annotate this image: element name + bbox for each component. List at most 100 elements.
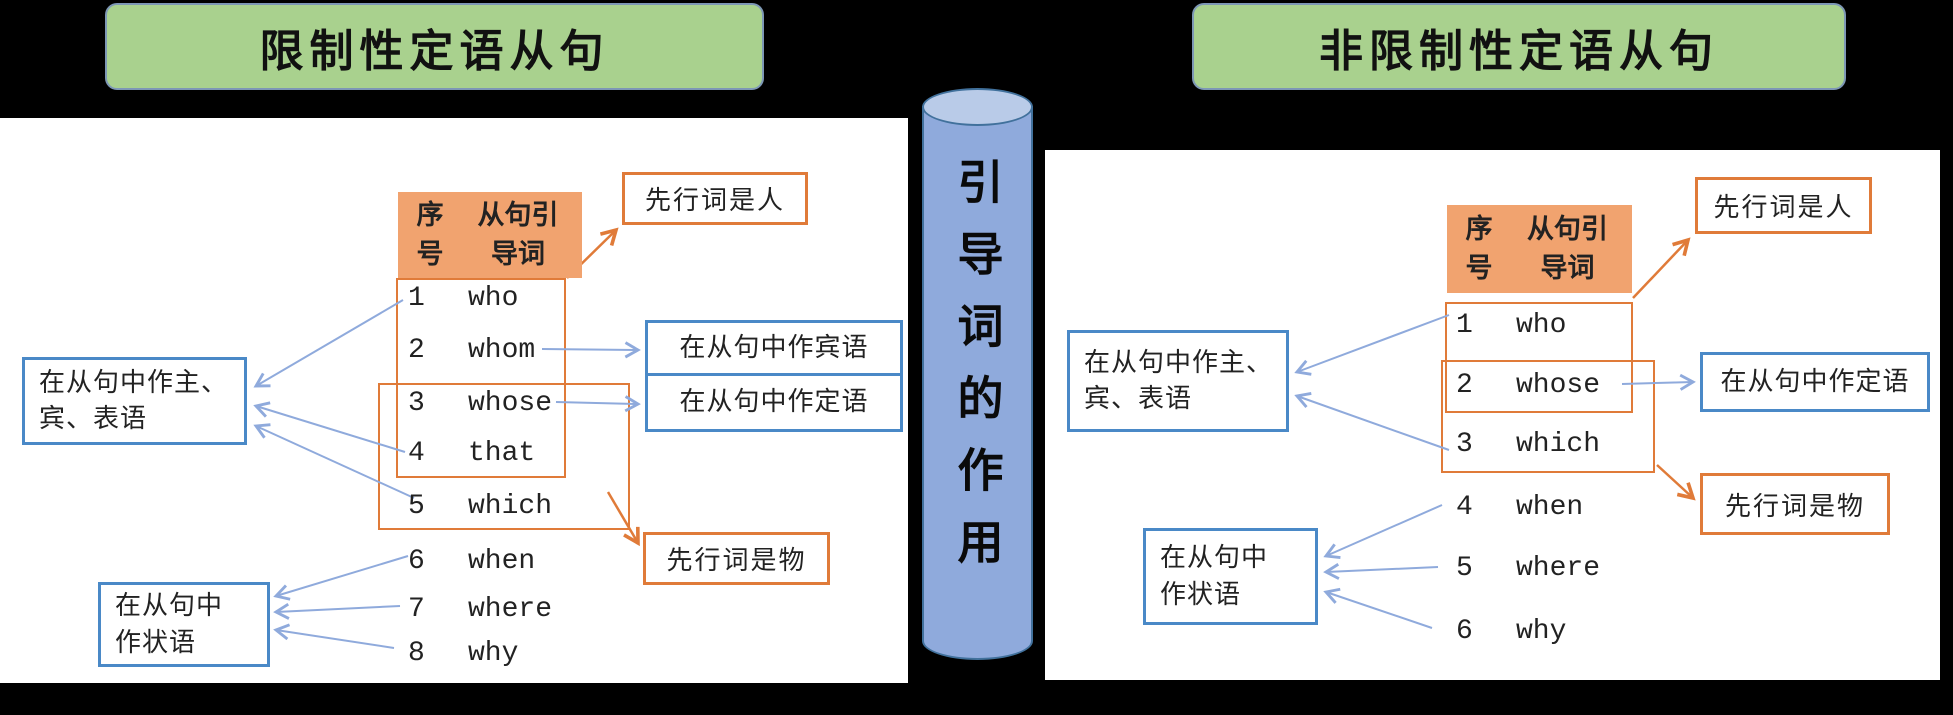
- cylinder-label: 引导词的作用: [950, 158, 1005, 590]
- left-box-subject-role: 在从句中作主、 宾、表语: [22, 357, 247, 445]
- header-line: 序: [1465, 213, 1493, 245]
- right-header-col-word: 从句引 导词: [1503, 210, 1632, 288]
- row-number: 6: [1456, 615, 1473, 647]
- table-row: 3 which: [1448, 427, 1628, 461]
- row-number: 2: [408, 334, 425, 366]
- box-label-line: 宾、表语: [39, 404, 148, 434]
- left-group-thing-rect: [378, 383, 630, 530]
- table-row: 2 whom: [400, 333, 570, 367]
- box-label: 在从句中作宾语: [679, 332, 869, 363]
- row-number: 8: [408, 637, 425, 669]
- row-number: 5: [408, 490, 425, 522]
- right-box-subject-role: 在从句中作主、 宾、表语: [1067, 330, 1289, 432]
- box-label-line: 在从句中: [1160, 543, 1269, 574]
- left-header-col-number: 序 号: [406, 196, 454, 274]
- row-word: who: [1516, 309, 1567, 341]
- row-word: that: [468, 437, 536, 469]
- left-box-adverbial-role: 在从句中 作状语: [98, 582, 270, 667]
- header-line: 号: [1465, 253, 1493, 284]
- table-row: 8 why: [400, 636, 570, 670]
- table-row: 1 who: [1448, 308, 1628, 342]
- table-row: 7 where: [400, 592, 570, 626]
- cylinder-body: [922, 106, 1033, 641]
- row-word: why: [468, 637, 519, 669]
- connector-where-adverbial: [273, 602, 401, 620]
- row-number: 1: [1456, 309, 1473, 341]
- row-word: where: [468, 593, 553, 625]
- header-line: 从句引: [1527, 213, 1608, 245]
- row-number: 4: [408, 437, 425, 469]
- table-row: 1 who: [400, 281, 570, 315]
- row-number: 5: [1456, 552, 1473, 584]
- connector-group-thing: [606, 491, 640, 547]
- table-row: 5 where: [1448, 551, 1628, 585]
- row-word: which: [1516, 428, 1601, 460]
- left-header-col-word: 从句引 导词: [454, 196, 582, 274]
- row-number: 7: [408, 593, 425, 625]
- row-word: whose: [1516, 369, 1601, 401]
- row-word: whom: [468, 334, 536, 366]
- left-box-antecedent-person: 先行词是人: [622, 172, 808, 225]
- right-header-col-number: 序 号: [1455, 210, 1503, 288]
- table-row: 6 when: [400, 544, 570, 578]
- header-line: 导词: [1540, 253, 1595, 284]
- box-label: 先行词是物: [1724, 491, 1865, 522]
- left-title: 限制性定语从句: [105, 3, 764, 90]
- connector-whom-object: [541, 341, 641, 359]
- right-table-header: 序 号 从句引 导词: [1447, 205, 1632, 293]
- row-number: 1: [408, 282, 425, 314]
- right-box-antecedent-thing: 先行词是物: [1700, 473, 1890, 535]
- connector-group-person-r: [1632, 237, 1691, 299]
- left-box-attributive-role: 在从句中作定语: [645, 373, 903, 432]
- box-label-line: 在从句中作主、: [1084, 347, 1274, 378]
- connector-who-subject: [253, 299, 404, 388]
- box-label-line: 在从句中作主、: [39, 367, 229, 398]
- connector-why-adverbial-r: [1323, 587, 1433, 629]
- connector-group-thing-r: [1656, 464, 1696, 501]
- row-number: 2: [1456, 369, 1473, 401]
- row-number: 3: [408, 387, 425, 419]
- connector-why-adverbial: [273, 623, 395, 649]
- row-word: where: [1516, 552, 1601, 584]
- table-row: 4 when: [1448, 490, 1628, 524]
- connector-that-subject: [253, 401, 406, 453]
- table-row: 2 whose: [1448, 368, 1628, 402]
- header-line: 序: [416, 199, 444, 231]
- box-label-line: 作状语: [1160, 579, 1242, 610]
- left-box-antecedent-thing: 先行词是物: [643, 532, 830, 585]
- box-label: 先行词是人: [644, 186, 785, 216]
- right-title: 非限制性定语从句: [1192, 3, 1846, 90]
- row-number: 3: [1456, 428, 1473, 460]
- box-label: 先行词是人: [1713, 193, 1854, 223]
- box-label-line: 在从句中: [115, 591, 224, 622]
- right-box-attributive-role: 在从句中作定语: [1700, 352, 1930, 412]
- header-line: 从句引: [477, 199, 559, 231]
- left-box-object-role: 在从句中作宾语: [645, 320, 903, 376]
- connector-when-adverbial: [273, 555, 409, 601]
- row-word: when: [468, 545, 536, 577]
- right-box-adverbial-role: 在从句中 作状语: [1143, 528, 1318, 625]
- row-number: 4: [1456, 491, 1473, 523]
- connector-whose-attributive-r: [1621, 373, 1696, 391]
- right-title-label: 非限制性定语从句: [1319, 25, 1719, 77]
- connector-which-subject: [253, 423, 415, 499]
- row-word: which: [468, 490, 553, 522]
- connector-where-adverbial-r: [1323, 563, 1439, 580]
- right-box-antecedent-person: 先行词是人: [1695, 177, 1872, 234]
- table-row: 3 whose: [400, 386, 570, 420]
- row-number: 6: [408, 545, 425, 577]
- cylinder-top-ellipse: [922, 88, 1033, 126]
- table-row: 6 why: [1448, 614, 1628, 648]
- box-label: 在从句中作定语: [1720, 366, 1910, 397]
- connector-which-subject-r: [1294, 392, 1450, 451]
- left-title-label: 限制性定语从句: [259, 25, 610, 77]
- right-group-thing-rect: [1441, 360, 1655, 473]
- right-group-person-rect: [1445, 302, 1633, 413]
- header-line: 号: [416, 239, 444, 270]
- connector-whose-attributive: [555, 395, 641, 413]
- header-line: 导词: [491, 239, 545, 270]
- box-label: 先行词是物: [666, 546, 807, 576]
- table-row: 5 which: [400, 489, 570, 523]
- box-label: 在从句中作定语: [679, 387, 869, 418]
